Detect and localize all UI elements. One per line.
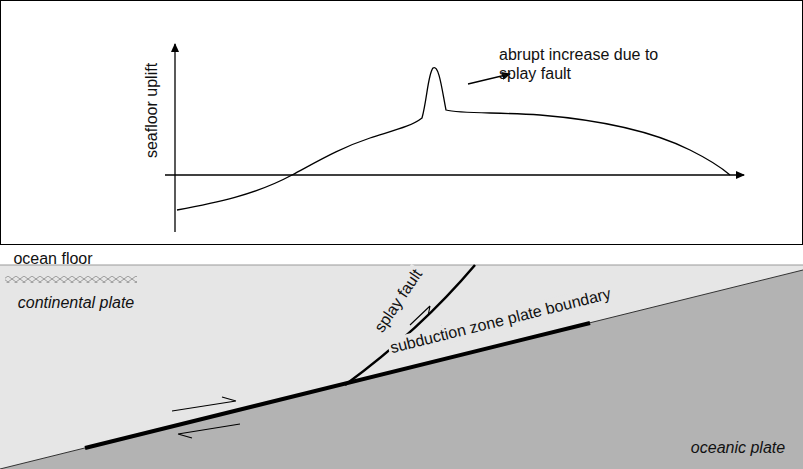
axis-label: seafloor uplift (142, 62, 161, 157)
plate-label: continental plate (18, 293, 135, 312)
region-label: ocean floor (13, 249, 92, 268)
plate-label: oceanic plate (691, 438, 785, 457)
callout-label: abrupt increase due to splay fault (499, 45, 689, 83)
